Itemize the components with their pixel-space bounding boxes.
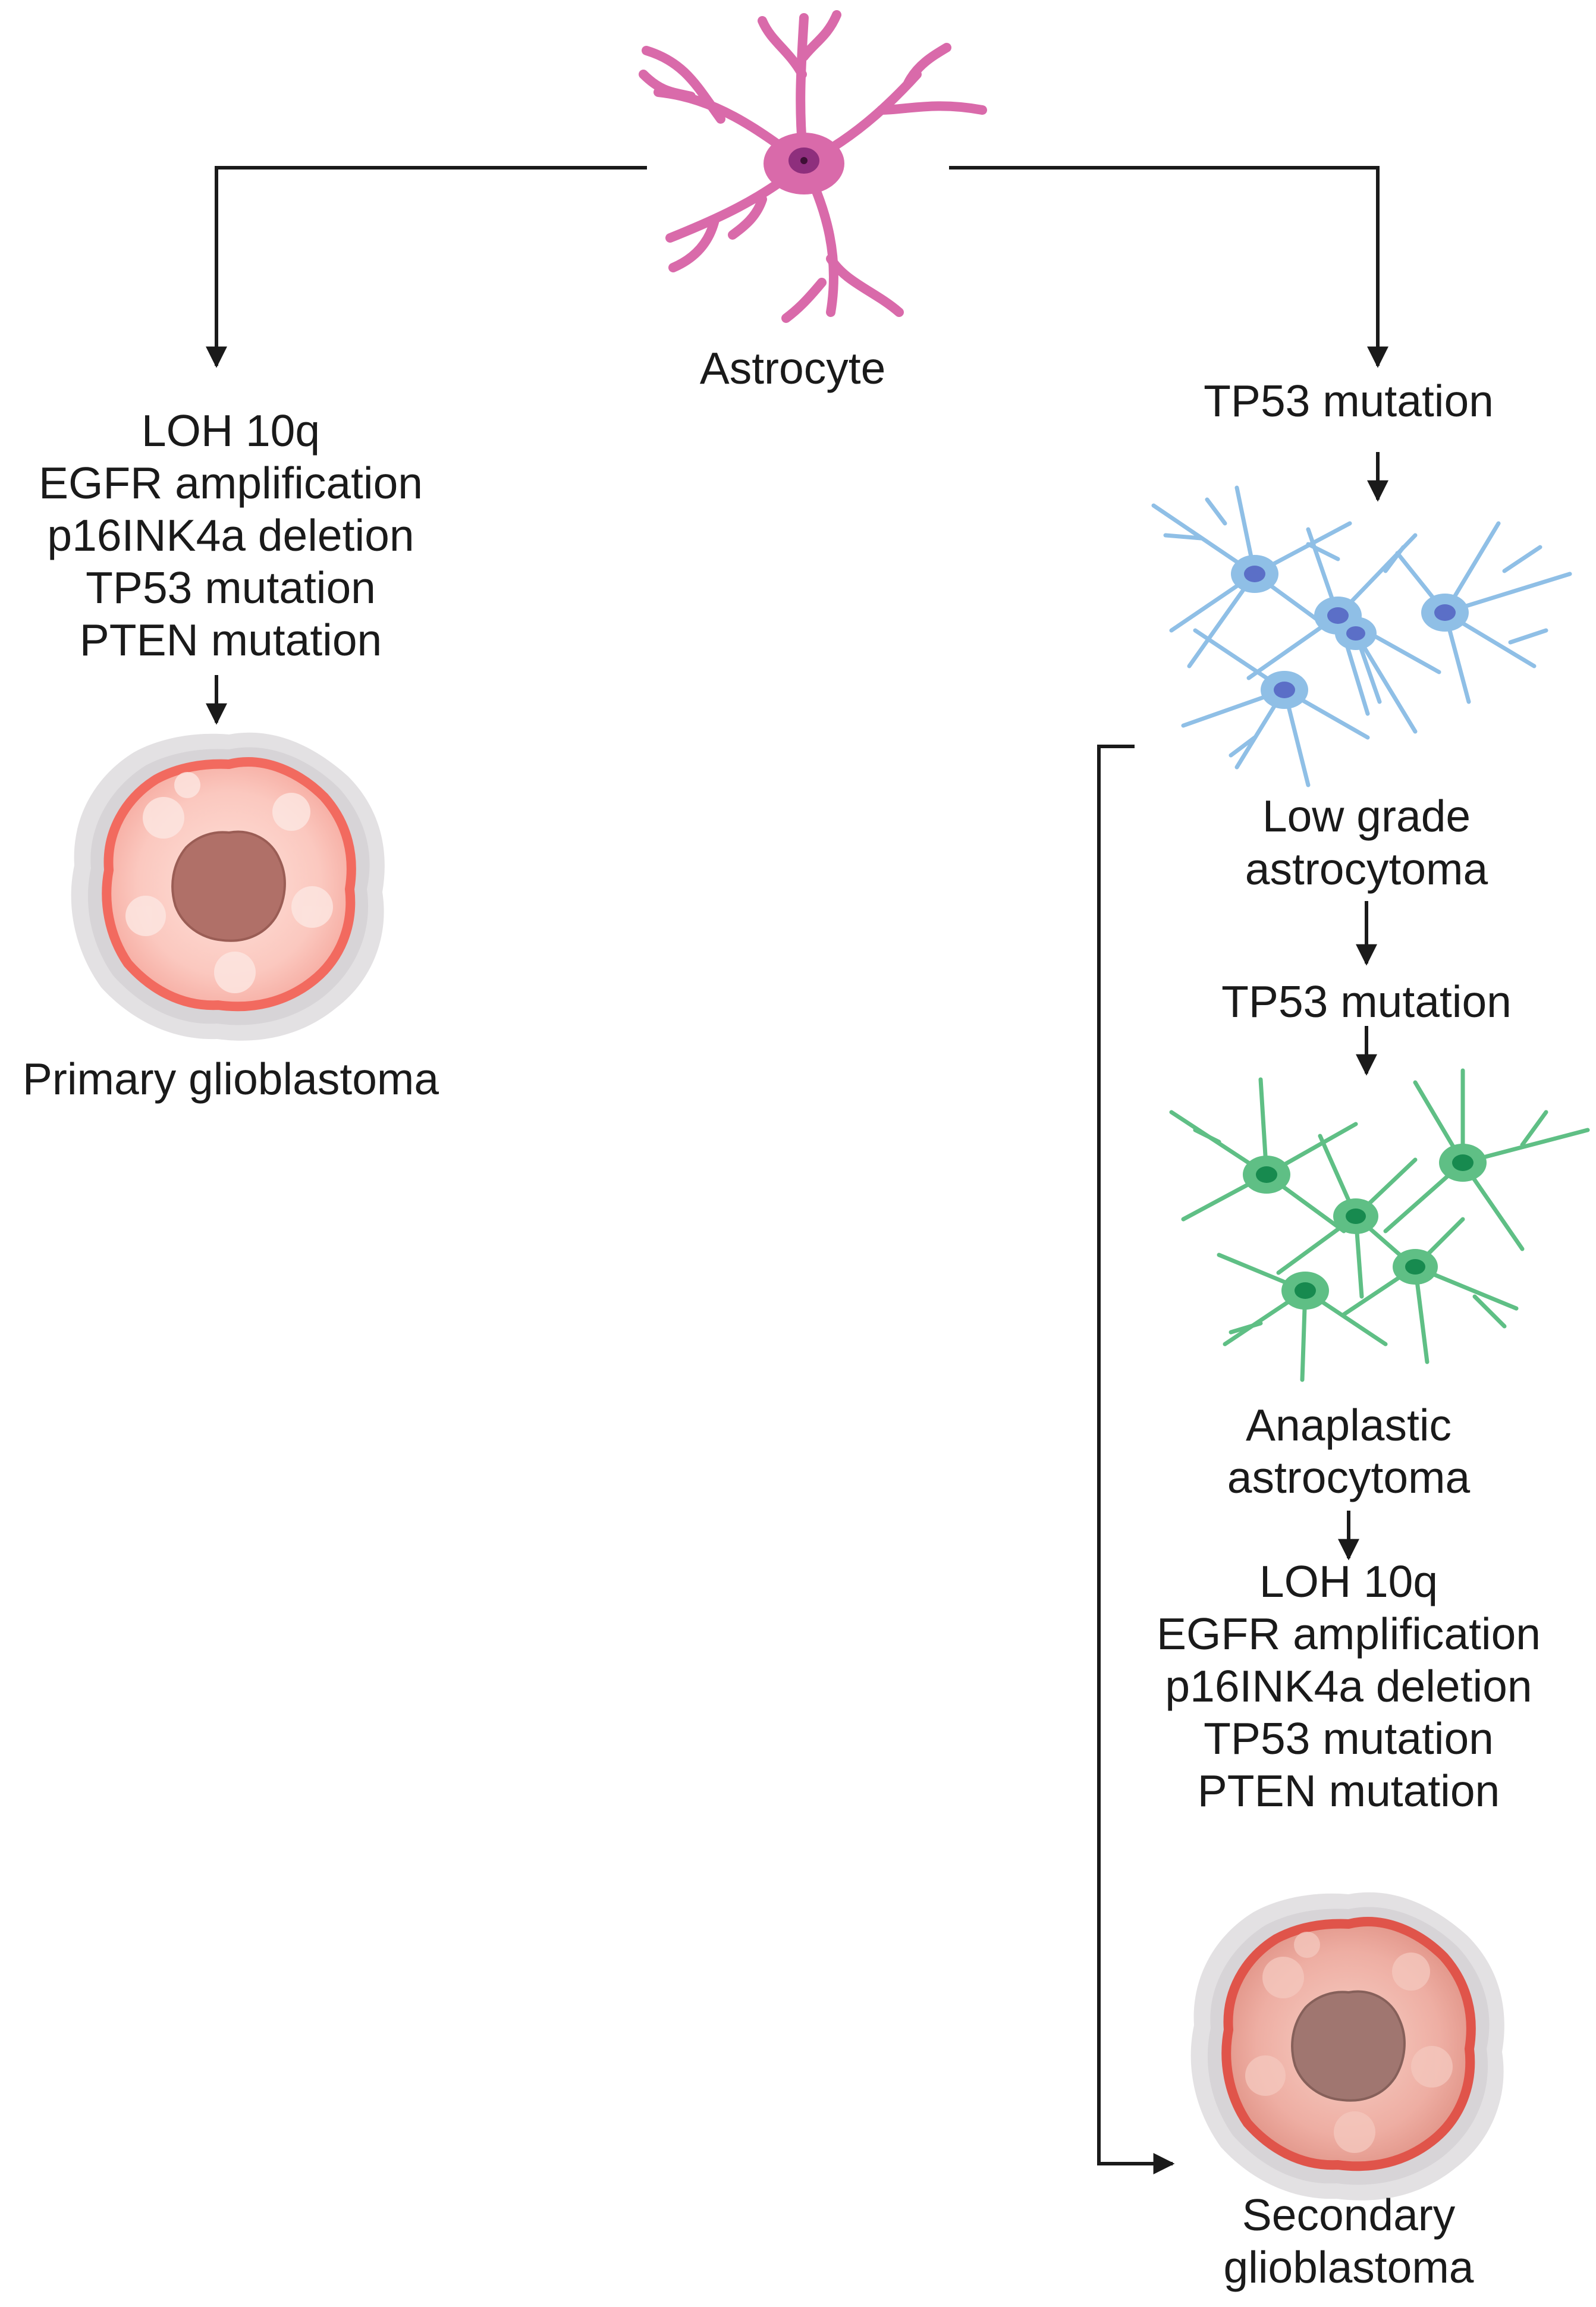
- astrocyte-label: Astrocyte: [700, 343, 886, 393]
- secondary-second-mutation: TP53 mutation: [1221, 977, 1512, 1027]
- low-grade-label-line-1: Low grade: [1262, 791, 1471, 841]
- connector-low-grade-to-secondary-glioblastoma: [1097, 745, 1175, 2174]
- anaplastic-astrocytoma-cells-icon: [1169, 1068, 1590, 1382]
- primary-mutation-4: TP53 mutation: [86, 563, 376, 613]
- secondary-glioblastoma-tumor-icon: [1190, 1892, 1504, 2201]
- secondary-mutation-1: LOH 10q: [1259, 1556, 1438, 1606]
- secondary-mutation-list: LOH 10q EGFR amplification p16INK4a dele…: [1157, 1556, 1541, 1816]
- primary-mutation-list: LOH 10q EGFR amplification p16INK4a dele…: [39, 406, 423, 665]
- secondary-mutation-5: PTEN mutation: [1198, 1766, 1500, 1816]
- secondary-mutation-3: p16INK4a deletion: [1165, 1661, 1532, 1711]
- connector-astrocyte-to-secondary: [949, 166, 1388, 368]
- primary-mutation-1: LOH 10q: [142, 406, 320, 456]
- primary-mutation-2: EGFR amplification: [39, 458, 423, 508]
- connector-lines: [206, 166, 1388, 2174]
- anaplastic-label-line-2: astrocytoma: [1227, 1452, 1471, 1502]
- secondary-glioblastoma-label-line-1: Secondary: [1242, 2190, 1456, 2240]
- low-grade-astrocytoma-cells-icon: [1151, 485, 1572, 787]
- connector-astrocyte-to-primary: [206, 166, 647, 368]
- secondary-tumor-nucleus: [1291, 1990, 1406, 2102]
- primary-glioblastoma-tumor-icon: [71, 732, 385, 1041]
- secondary-mutation-4: TP53 mutation: [1204, 1713, 1494, 1763]
- primary-glioblastoma-label: Primary glioblastoma: [23, 1054, 439, 1104]
- low-grade-label-line-2: astrocytoma: [1245, 844, 1488, 894]
- anaplastic-label-line-1: Anaplastic: [1246, 1400, 1452, 1450]
- astrocyte-cell-icon: [639, 10, 987, 323]
- primary-tumor-nucleus: [171, 830, 286, 942]
- secondary-glioblastoma-label-line-2: glioblastoma: [1223, 2242, 1474, 2292]
- secondary-first-mutation: TP53 mutation: [1204, 376, 1494, 426]
- primary-mutation-5: PTEN mutation: [80, 615, 382, 665]
- secondary-mutation-2: EGFR amplification: [1157, 1609, 1541, 1659]
- primary-mutation-3: p16INK4a deletion: [47, 510, 414, 560]
